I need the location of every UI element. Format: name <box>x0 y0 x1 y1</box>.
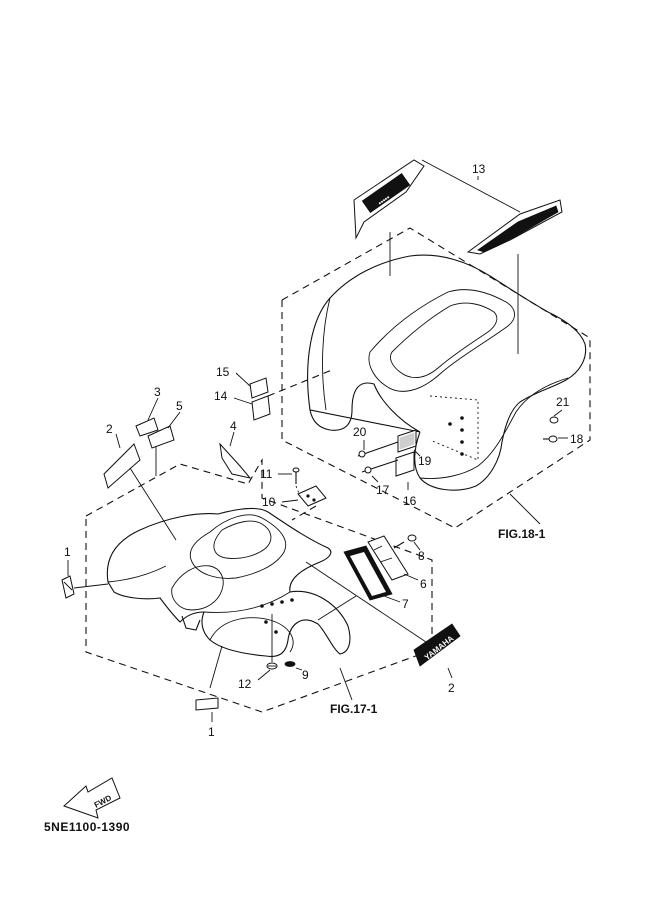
callout-20: 20 <box>353 425 367 439</box>
decal-13-right <box>466 199 563 255</box>
leader-17 <box>371 475 379 483</box>
rear-fender-mount-holes <box>448 416 464 456</box>
front-fender-hood-inner <box>213 520 272 559</box>
rear-fender-group <box>281 227 591 529</box>
screw-11 <box>292 467 300 484</box>
leader-6-7-fender <box>317 595 357 621</box>
front-fender-rivets <box>260 598 294 634</box>
callout-8: 8 <box>418 549 425 563</box>
bolt-20 <box>357 441 399 458</box>
rear-bracket-outline <box>429 395 479 461</box>
leader-9 <box>295 667 303 671</box>
callout-9: 9 <box>302 668 309 682</box>
reflector-plate-19 <box>397 429 417 453</box>
callout-7: 7 <box>402 597 409 611</box>
decal-2-left <box>103 443 141 489</box>
leader-fig18 <box>509 493 541 525</box>
leader-6 <box>403 573 419 581</box>
callout-6: 6 <box>420 577 427 591</box>
front-fender-side-contour <box>107 565 291 613</box>
leader-10-body <box>291 505 317 521</box>
grommet-12 <box>266 662 278 670</box>
fig-ref-18-1: FIG.18-1 <box>498 527 546 541</box>
nut-18 <box>543 435 558 443</box>
leader-13-a <box>421 159 521 213</box>
callout-4: 4 <box>230 419 237 433</box>
callout-10: 10 <box>262 495 276 509</box>
callout-16: 16 <box>403 494 417 508</box>
leader-7 <box>383 595 401 603</box>
plate-10 <box>297 485 327 507</box>
callout-1-bottom: 1 <box>208 725 215 739</box>
callout-19: 19 <box>418 454 432 468</box>
bolt-8 <box>393 534 417 549</box>
fig-ref-17-1: FIG.17-1 <box>330 702 378 716</box>
callout-17: 17 <box>376 483 390 497</box>
leader-2-body <box>129 467 177 541</box>
bolt-17 <box>361 459 399 474</box>
leader-11-dotted <box>295 485 301 497</box>
leader-2-a <box>115 433 121 449</box>
decal-1-left <box>61 575 75 599</box>
leader-8 <box>413 541 421 551</box>
callout-13: 13 <box>472 162 486 176</box>
rear-assembly-boundary <box>281 227 591 529</box>
leader-fig17 <box>339 667 353 701</box>
leader-21 <box>553 409 563 417</box>
rear-fender-tail-contour <box>419 377 569 479</box>
callout-18: 18 <box>570 432 584 446</box>
front-fender-wheel-arch <box>209 617 294 653</box>
leader-1-b-body <box>209 645 223 689</box>
callout-3: 3 <box>154 385 161 399</box>
grommet-21 <box>549 416 559 424</box>
callout-21: 21 <box>556 395 570 409</box>
diagram-part-number: 5NE1100-1390 <box>44 820 130 834</box>
leader-12 <box>257 669 271 681</box>
plate-7-frame <box>343 545 393 601</box>
leader-19 <box>413 449 421 457</box>
decal-13-left: ▪▪▪▪▪ <box>353 159 425 240</box>
leader-3 <box>147 397 159 421</box>
leader-4 <box>229 431 235 447</box>
plate-6 <box>367 535 409 581</box>
leader-5 <box>167 411 181 429</box>
rear-fender <box>307 254 587 491</box>
callout-11: 11 <box>260 467 273 481</box>
callout-2-right: 2 <box>448 681 455 695</box>
decal-14 <box>251 395 271 421</box>
decal-3 <box>135 417 159 437</box>
callout-15: 15 <box>216 365 230 379</box>
leader-15 <box>235 372 251 387</box>
callout-1-left: 1 <box>64 545 71 559</box>
front-fender-panel <box>171 565 224 611</box>
decal-4 <box>219 442 252 479</box>
clip-9 <box>284 661 296 667</box>
callout-12: 12 <box>238 677 252 691</box>
leader-2-yamaha-body <box>305 561 433 647</box>
decal-1-bottom <box>195 697 219 711</box>
rear-fender-cargo-inner <box>389 302 498 378</box>
rear-fender-cargo-rim <box>368 289 515 392</box>
front-fender-group <box>85 457 433 713</box>
leader-1-body <box>73 583 109 589</box>
rear-fender-left-flap <box>322 297 331 411</box>
reflector-plate-16 <box>395 451 415 477</box>
decal-5 <box>147 425 175 449</box>
leader-14 <box>233 397 253 405</box>
callout-5: 5 <box>176 399 183 413</box>
decal-2-yamaha: YAMAHA <box>413 623 461 667</box>
decal-15 <box>249 377 269 399</box>
leader-2-yamaha <box>447 667 453 679</box>
front-fender <box>106 507 351 658</box>
forward-arrow-icon: FWD <box>63 777 121 819</box>
front-fender-mount-tab <box>181 615 201 631</box>
callout-14: 14 <box>214 389 228 403</box>
leader-10 <box>281 499 299 503</box>
front-fender-hood <box>189 514 287 579</box>
callout-2-left: 2 <box>106 422 113 436</box>
